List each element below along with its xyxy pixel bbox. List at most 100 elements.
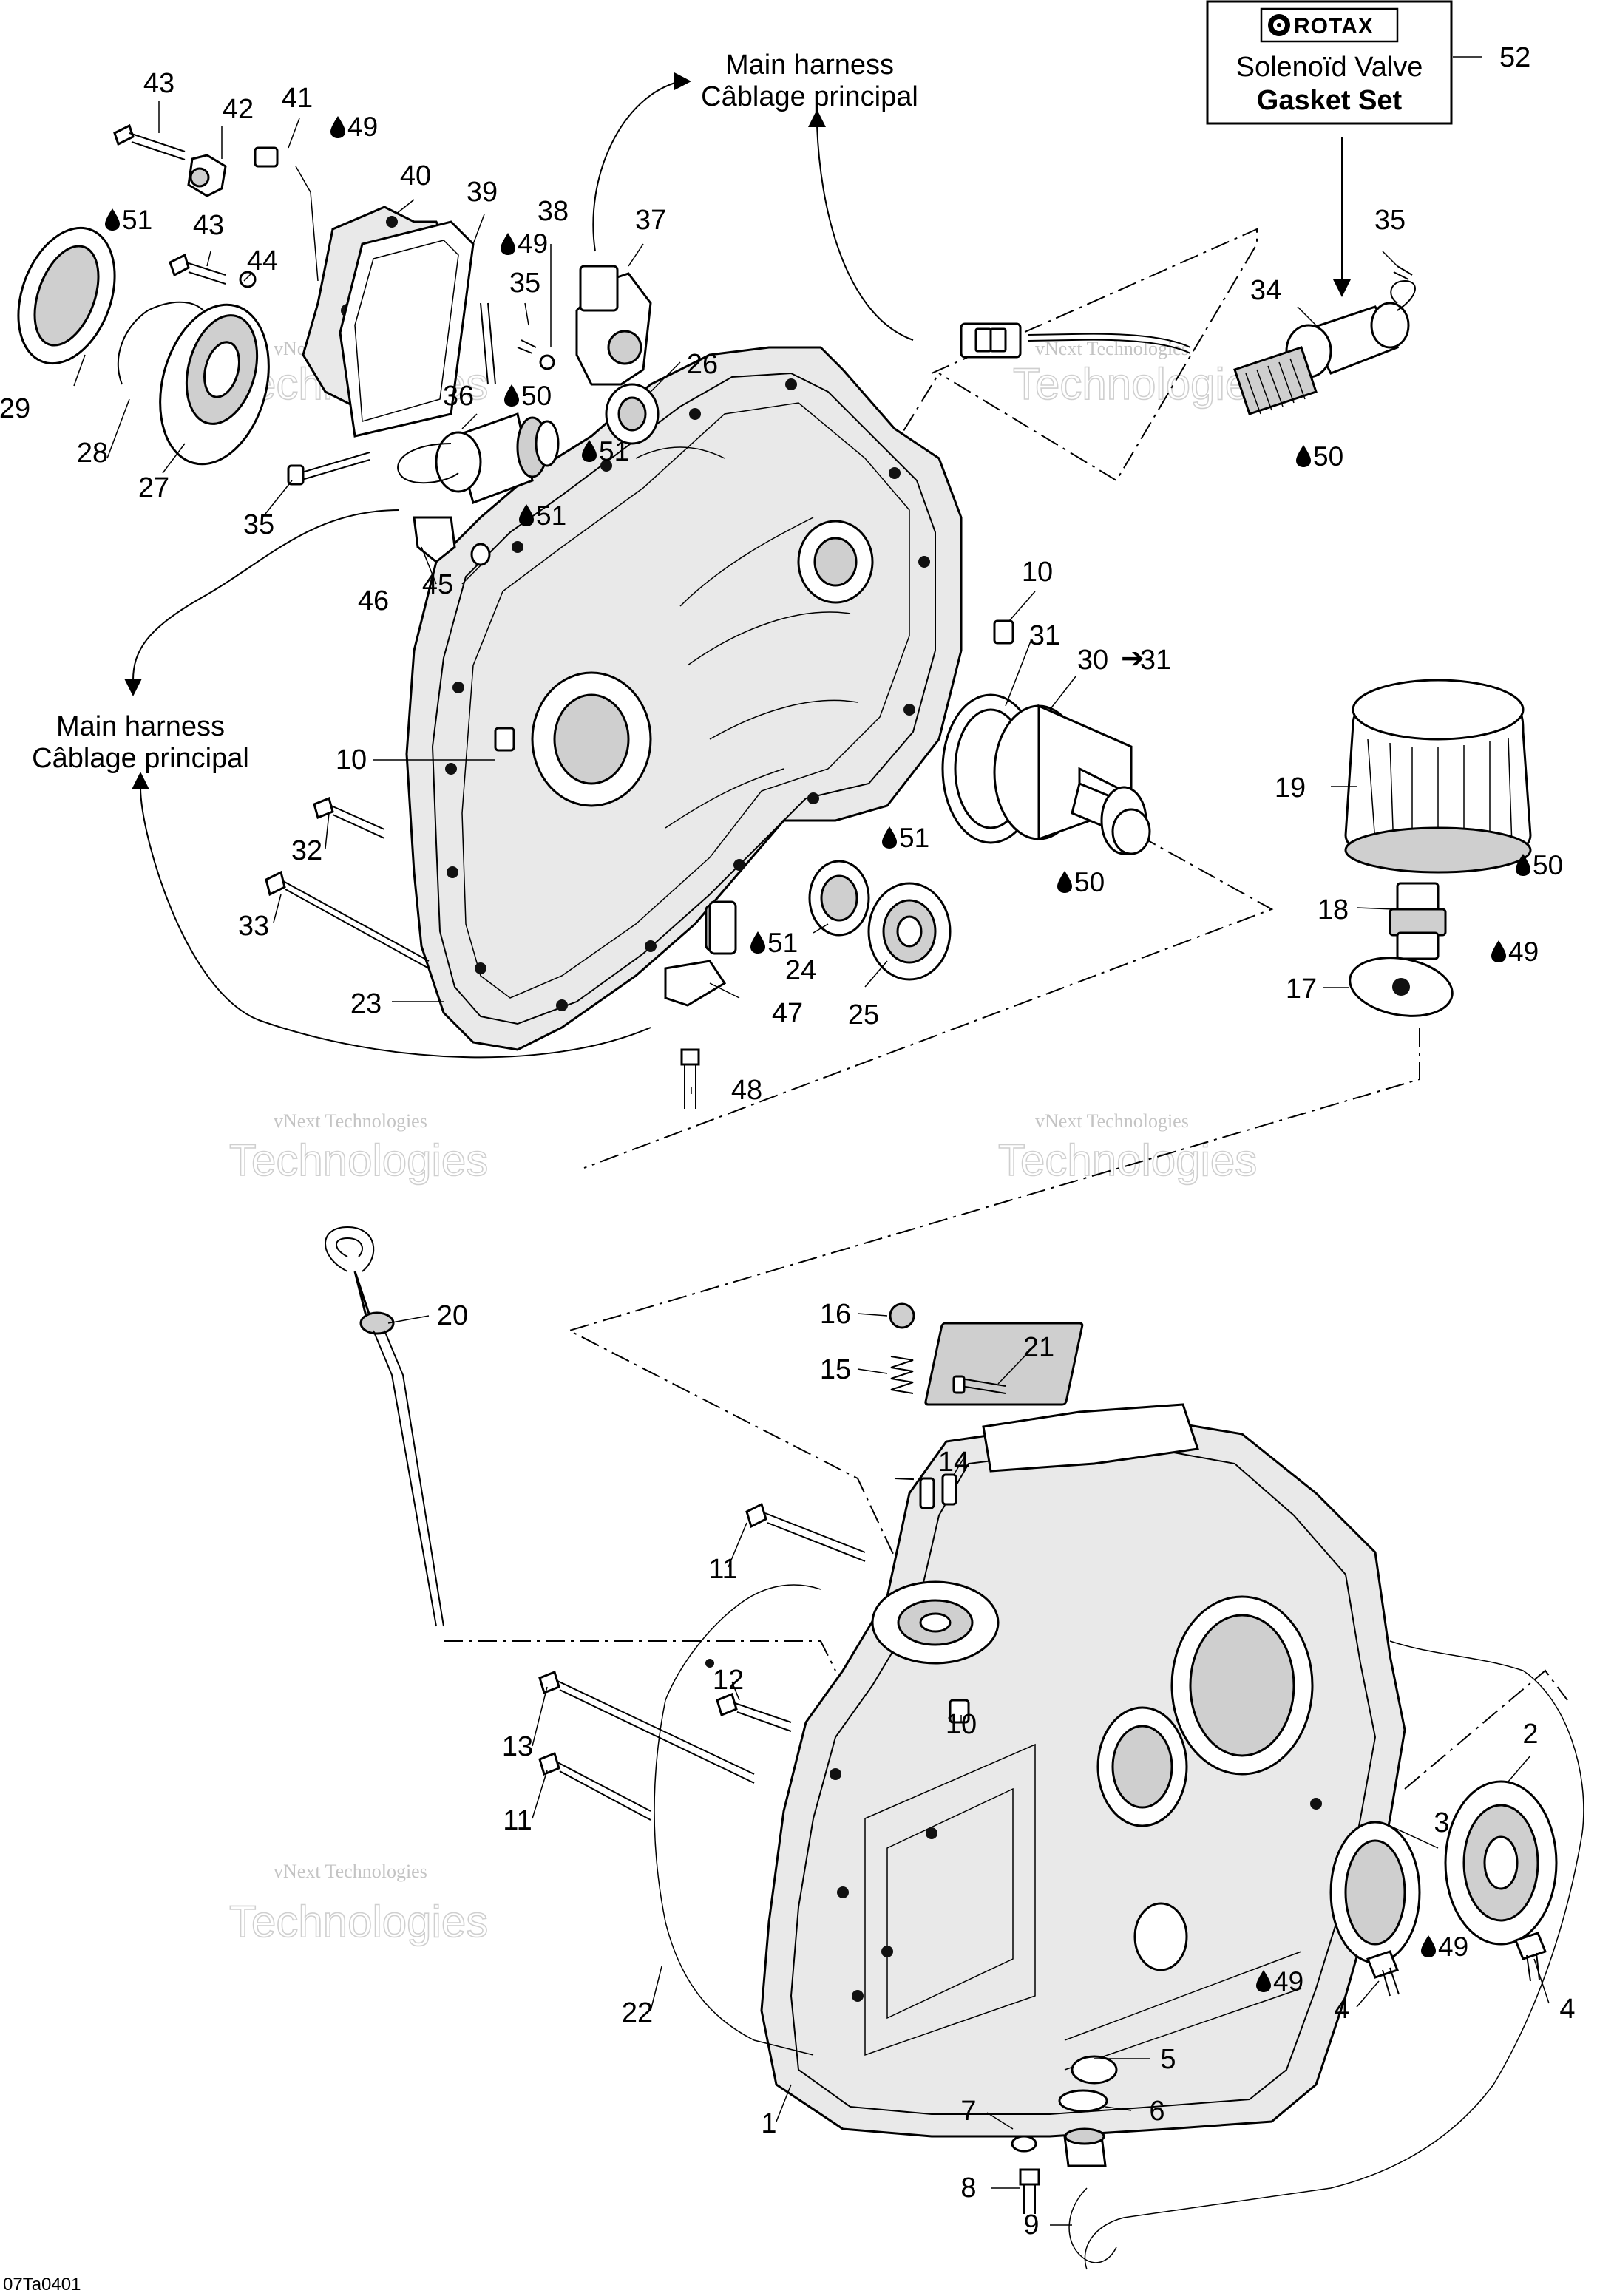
solenoid-valve-right: [960, 279, 1416, 415]
drop-note: 49: [1273, 1966, 1303, 1997]
drop-note: 50: [1074, 867, 1105, 897]
callout-35c: 35: [1374, 205, 1406, 236]
callout-52: 52: [1499, 42, 1530, 73]
callout-16: 16: [820, 1299, 851, 1330]
drop-note: 50: [521, 381, 552, 411]
callout-3: 3: [1434, 1807, 1449, 1838]
oil-drop-icon: [1296, 445, 1311, 467]
drop-note: 50: [1533, 850, 1563, 880]
solenoid-valve-left: [397, 412, 560, 504]
callout-10a: 10: [1022, 557, 1053, 588]
callout-15: 15: [820, 1354, 851, 1385]
harness-left-line1: Main harness: [56, 711, 225, 742]
oil-drop-icon: [1491, 940, 1506, 962]
watermark-5b: Technologies: [229, 1897, 488, 1946]
callout-9: 9: [1023, 2210, 1039, 2241]
callout-43b: 43: [193, 210, 224, 241]
oil-drop-icon: [1421, 1935, 1436, 1957]
callout-11b: 11: [503, 1805, 532, 1836]
harness-labels: Main harness Câblage principal Main harn…: [32, 50, 918, 774]
callout-48: 48: [731, 1075, 762, 1106]
drop-note: 49: [1438, 1932, 1468, 1962]
callout-21: 21: [1023, 1332, 1054, 1363]
callout-28: 28: [77, 438, 108, 469]
callout-19: 19: [1275, 772, 1306, 804]
fasteners: [113, 123, 1547, 2263]
callout-42: 42: [223, 94, 254, 125]
callout-35b: 35: [243, 509, 274, 540]
callout-35a: 35: [509, 268, 540, 299]
callout-25: 25: [848, 999, 879, 1030]
watermark-3b: Technologies: [229, 1135, 488, 1185]
callout-36: 36: [443, 381, 474, 412]
callout-38: 38: [538, 196, 569, 227]
output-shaft: [941, 693, 1151, 855]
watermark-3: vNext Technologies: [274, 1110, 427, 1132]
oil-drop-icon: [504, 384, 519, 407]
oil-drop-icon: [882, 826, 897, 849]
drop-note: 51: [536, 500, 566, 531]
harness-top-line1: Main harness: [725, 50, 894, 81]
leader-lines: [73, 56, 1550, 2226]
oil-drop-icon: [1057, 871, 1072, 893]
callout-26: 26: [687, 349, 718, 380]
callout-22: 22: [622, 1997, 653, 2028]
callout-5: 5: [1160, 2044, 1176, 2075]
callout-30: 30: [1077, 645, 1108, 676]
oil-drop-icon: [750, 931, 765, 954]
callout-14: 14: [938, 1447, 969, 1478]
callout-8: 8: [960, 2173, 976, 2204]
rotax-logo-text: ROTAX: [1294, 14, 1374, 38]
arrow-right-icon: ➔: [1121, 643, 1145, 674]
callout-39: 39: [467, 177, 498, 208]
watermark-4: vNext Technologies: [1035, 1110, 1189, 1132]
drop-note: 49: [347, 112, 378, 142]
callout-10c: 10: [946, 1709, 977, 1740]
callout-29: 29: [0, 393, 30, 424]
cover-plate: [302, 206, 652, 438]
callout-11a: 11: [708, 1554, 737, 1585]
bearings-and-seals: [17, 226, 1558, 1964]
rotax-kit-box: ROTAX Solenoïd Valve Gasket Set 52: [1206, 0, 1530, 125]
callout-31: 31: [1029, 620, 1060, 651]
kit-box-line1: Solenoïd Valve: [1236, 52, 1423, 83]
callout-45: 45: [422, 569, 453, 600]
callout-32: 32: [291, 835, 322, 866]
callout-numbers: 43 42 41 40 39 38 37 43 44 29 28 27 35 3…: [0, 68, 1576, 2241]
watermark-2b: Technologies: [1013, 359, 1272, 409]
callout-40: 40: [400, 160, 431, 191]
lower-crankcase: [654, 1322, 1584, 2270]
watermark-2: vNext Technologies: [1035, 338, 1189, 359]
drop-note: 51: [899, 823, 929, 853]
callout-31b: 31: [1140, 645, 1171, 676]
oil-drop-icon: [501, 233, 515, 255]
callout-46: 46: [358, 585, 389, 617]
callout-27: 27: [138, 472, 169, 503]
drop-note: 51: [599, 436, 629, 466]
oil-drop-icon: [105, 208, 120, 231]
callout-12: 12: [713, 1665, 744, 1696]
callout-47: 47: [772, 998, 803, 1029]
kit-box-line2: Gasket Set: [1257, 85, 1403, 116]
callout-6: 6: [1149, 2096, 1164, 2127]
drop-note: 49: [1508, 937, 1539, 967]
callout-17: 17: [1286, 974, 1317, 1005]
callout-24: 24: [785, 955, 816, 986]
callout-33: 33: [238, 911, 269, 942]
drop-note: 49: [518, 228, 548, 259]
callout-23: 23: [350, 988, 382, 1019]
callout-34: 34: [1250, 275, 1281, 306]
callout-7: 7: [960, 2096, 976, 2127]
harness-curves: [124, 72, 1351, 1059]
watermark-4b: Technologies: [998, 1135, 1257, 1185]
oil-filter: [1344, 679, 1532, 874]
callout-41: 41: [282, 83, 313, 114]
drop-note: 51: [122, 205, 152, 235]
callout-4a: 4: [1334, 1994, 1349, 2025]
drop-note: 50: [1313, 441, 1343, 472]
harness-left-line2: Câblage principal: [32, 743, 249, 774]
callout-10b: 10: [336, 744, 367, 775]
callout-43: 43: [143, 68, 174, 99]
dipstick: [325, 1226, 444, 1627]
